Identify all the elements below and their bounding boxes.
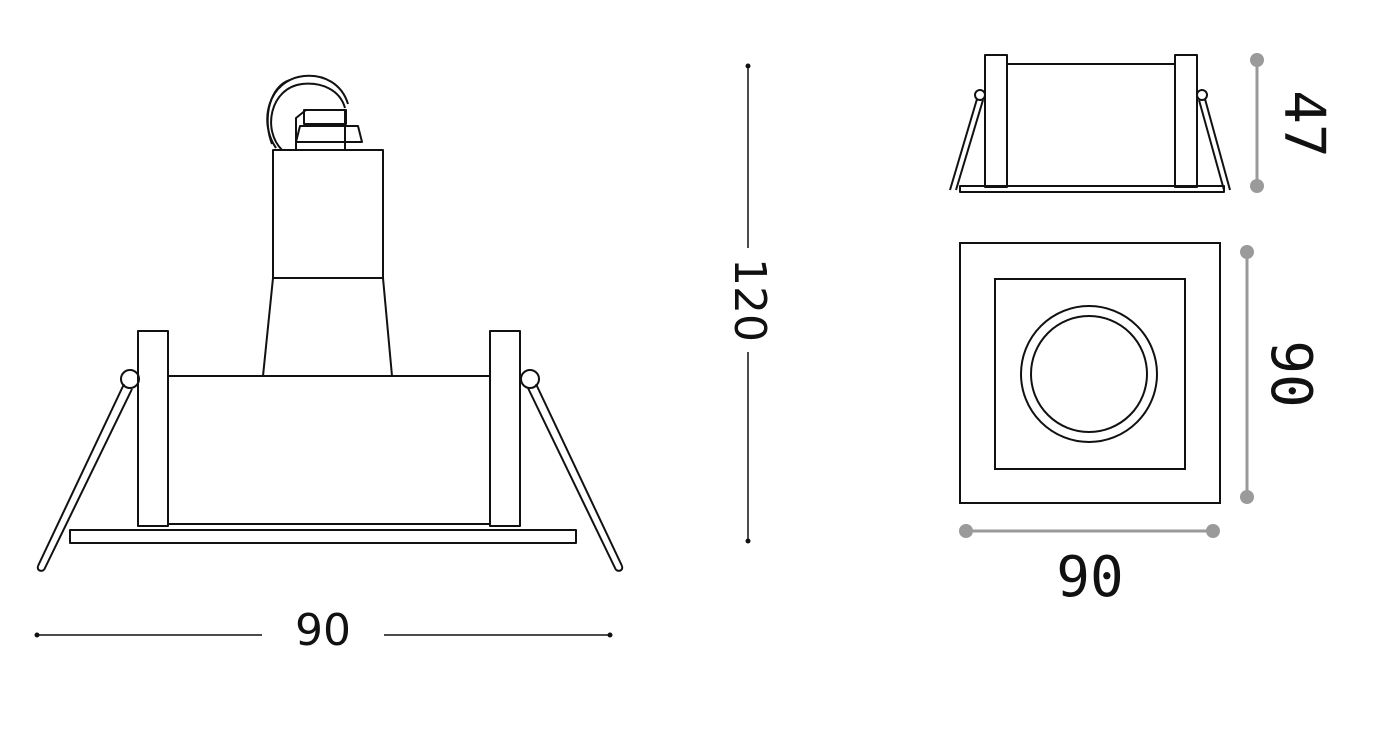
small-housing-body bbox=[1006, 63, 1176, 187]
plan-height-dimension: 90 bbox=[1240, 245, 1323, 504]
left-spring-clip bbox=[36, 369, 140, 572]
small-right-bracket bbox=[1174, 54, 1198, 188]
left-bracket bbox=[137, 330, 169, 527]
plan-height-label: 90 bbox=[1258, 340, 1323, 407]
front-width-label: 90 bbox=[295, 605, 351, 656]
plan-outer-ring bbox=[1020, 305, 1158, 443]
socket-lower-body bbox=[262, 277, 393, 377]
housing-body bbox=[167, 375, 491, 525]
front-width-dimension: 90 bbox=[34, 605, 613, 656]
side-height-label: 47 bbox=[1271, 90, 1336, 157]
front-height-label: 120 bbox=[724, 258, 775, 342]
plan-inner-frame bbox=[994, 278, 1186, 470]
socket-upper-body bbox=[272, 149, 384, 279]
front-view bbox=[36, 74, 624, 572]
front-height-dimension: 120 bbox=[724, 63, 775, 544]
small-left-bracket bbox=[984, 54, 1008, 188]
side-height-dimension: 47 bbox=[1250, 53, 1336, 193]
small-side-view bbox=[949, 54, 1231, 193]
plan-view bbox=[959, 242, 1221, 504]
bottom-flange bbox=[69, 529, 577, 544]
plan-inner-ring bbox=[1030, 315, 1148, 433]
small-flange bbox=[959, 185, 1225, 193]
right-bracket bbox=[489, 330, 521, 527]
plan-width-label: 90 bbox=[1056, 545, 1123, 610]
plan-outer-frame bbox=[959, 242, 1221, 504]
socket-clip bbox=[266, 74, 363, 151]
right-spring-clip bbox=[520, 369, 624, 572]
plan-width-dimension: 90 bbox=[959, 524, 1220, 610]
